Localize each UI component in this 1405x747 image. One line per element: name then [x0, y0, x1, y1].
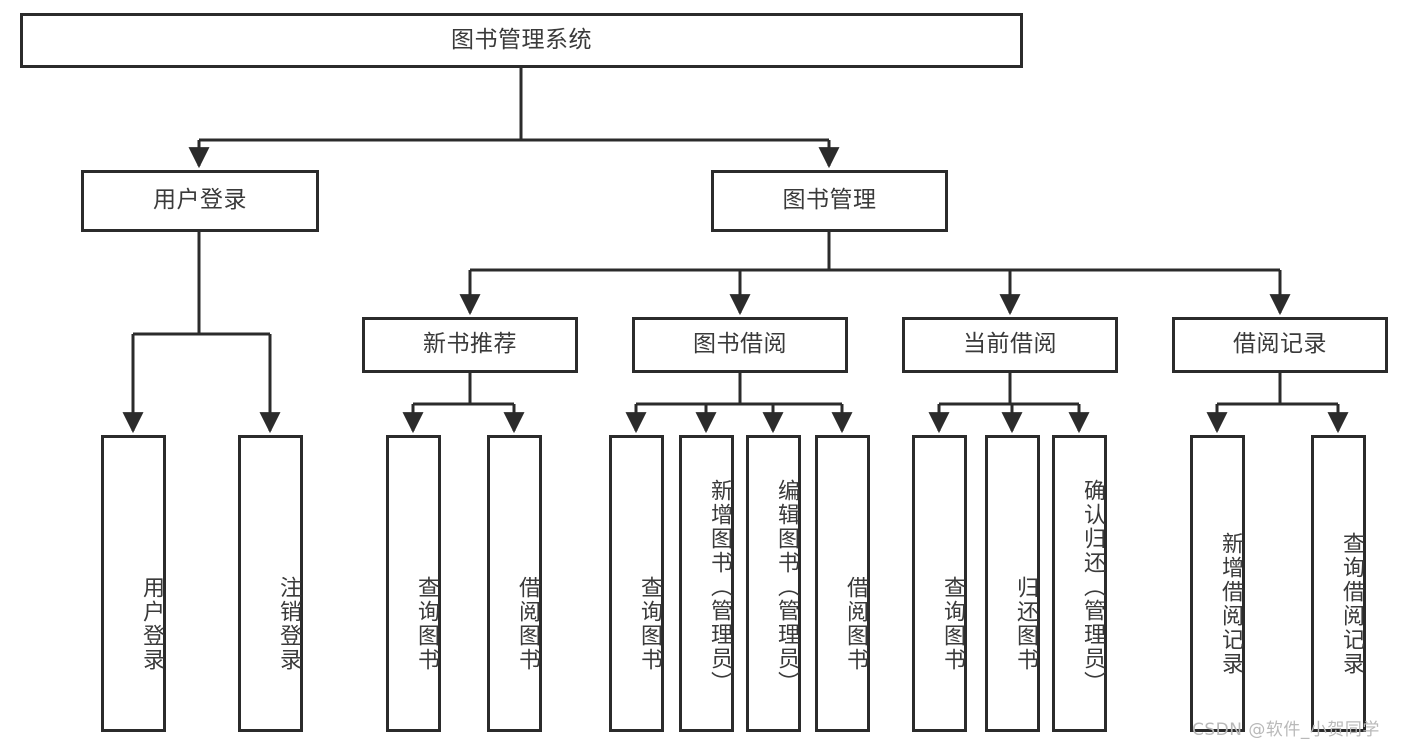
node-book-borrow[interactable]: 图书借阅 [632, 317, 848, 373]
node-borrow-record[interactable]: 借阅记录 [1172, 317, 1388, 373]
node-leaf-edit-book[interactable]: 编辑图书（管理员） [746, 435, 801, 732]
node-leaf-add-book-label: 新增图书（管理员） [707, 478, 732, 695]
node-leaf-query-book-3[interactable]: 查询图书 [912, 435, 967, 732]
csdn-watermark: CSDN @软件_小贺同学 [1192, 720, 1380, 740]
node-book-manage-label: 图书管理 [782, 187, 877, 214]
node-user-login-label: 用户登录 [153, 187, 247, 214]
node-leaf-query-book-2-label: 查询图书 [637, 575, 662, 672]
node-leaf-edit-book-label: 编辑图书（管理员） [774, 478, 799, 695]
node-leaf-confirm-return-label: 确认归还（管理员） [1080, 478, 1105, 695]
node-leaf-borrow-book-2[interactable]: 借阅图书 [815, 435, 870, 732]
node-leaf-query-book-1-label: 查询图书 [414, 575, 439, 672]
node-leaf-return-book-label: 归还图书 [1013, 575, 1038, 672]
node-leaf-add-record[interactable]: 新增借阅记录 [1190, 435, 1245, 732]
node-leaf-query-record-label: 查询借阅记录 [1339, 531, 1364, 676]
node-leaf-query-book-2[interactable]: 查询图书 [609, 435, 664, 732]
node-leaf-query-book-1[interactable]: 查询图书 [386, 435, 441, 732]
node-leaf-add-book[interactable]: 新增图书（管理员） [679, 435, 734, 732]
node-leaf-borrow-book-1-label: 借阅图书 [515, 575, 540, 672]
node-leaf-confirm-return[interactable]: 确认归还（管理员） [1052, 435, 1107, 732]
node-root[interactable]: 图书管理系统 [20, 13, 1023, 68]
node-current-borrow-label: 当前借阅 [963, 331, 1057, 358]
node-book-manage[interactable]: 图书管理 [711, 170, 948, 232]
node-current-borrow[interactable]: 当前借阅 [902, 317, 1118, 373]
node-leaf-borrow-book-2-label: 借阅图书 [843, 575, 868, 672]
node-new-book-rec-label: 新书推荐 [423, 331, 517, 358]
node-leaf-user-logout[interactable]: 注销登录 [238, 435, 303, 732]
node-leaf-query-record[interactable]: 查询借阅记录 [1311, 435, 1366, 732]
node-leaf-query-book-3-label: 查询图书 [940, 575, 965, 672]
node-book-borrow-label: 图书借阅 [693, 331, 787, 358]
node-user-login[interactable]: 用户登录 [81, 170, 319, 232]
node-leaf-add-record-label: 新增借阅记录 [1218, 531, 1243, 676]
node-leaf-borrow-book-1[interactable]: 借阅图书 [487, 435, 542, 732]
node-leaf-return-book[interactable]: 归还图书 [985, 435, 1040, 732]
node-leaf-user-login[interactable]: 用户登录 [101, 435, 166, 732]
node-leaf-user-login-label: 用户登录 [139, 575, 164, 672]
node-borrow-record-label: 借阅记录 [1233, 331, 1327, 358]
node-root-label: 图书管理系统 [451, 26, 592, 53]
node-leaf-user-logout-label: 注销登录 [276, 575, 301, 672]
node-new-book-rec[interactable]: 新书推荐 [362, 317, 578, 373]
